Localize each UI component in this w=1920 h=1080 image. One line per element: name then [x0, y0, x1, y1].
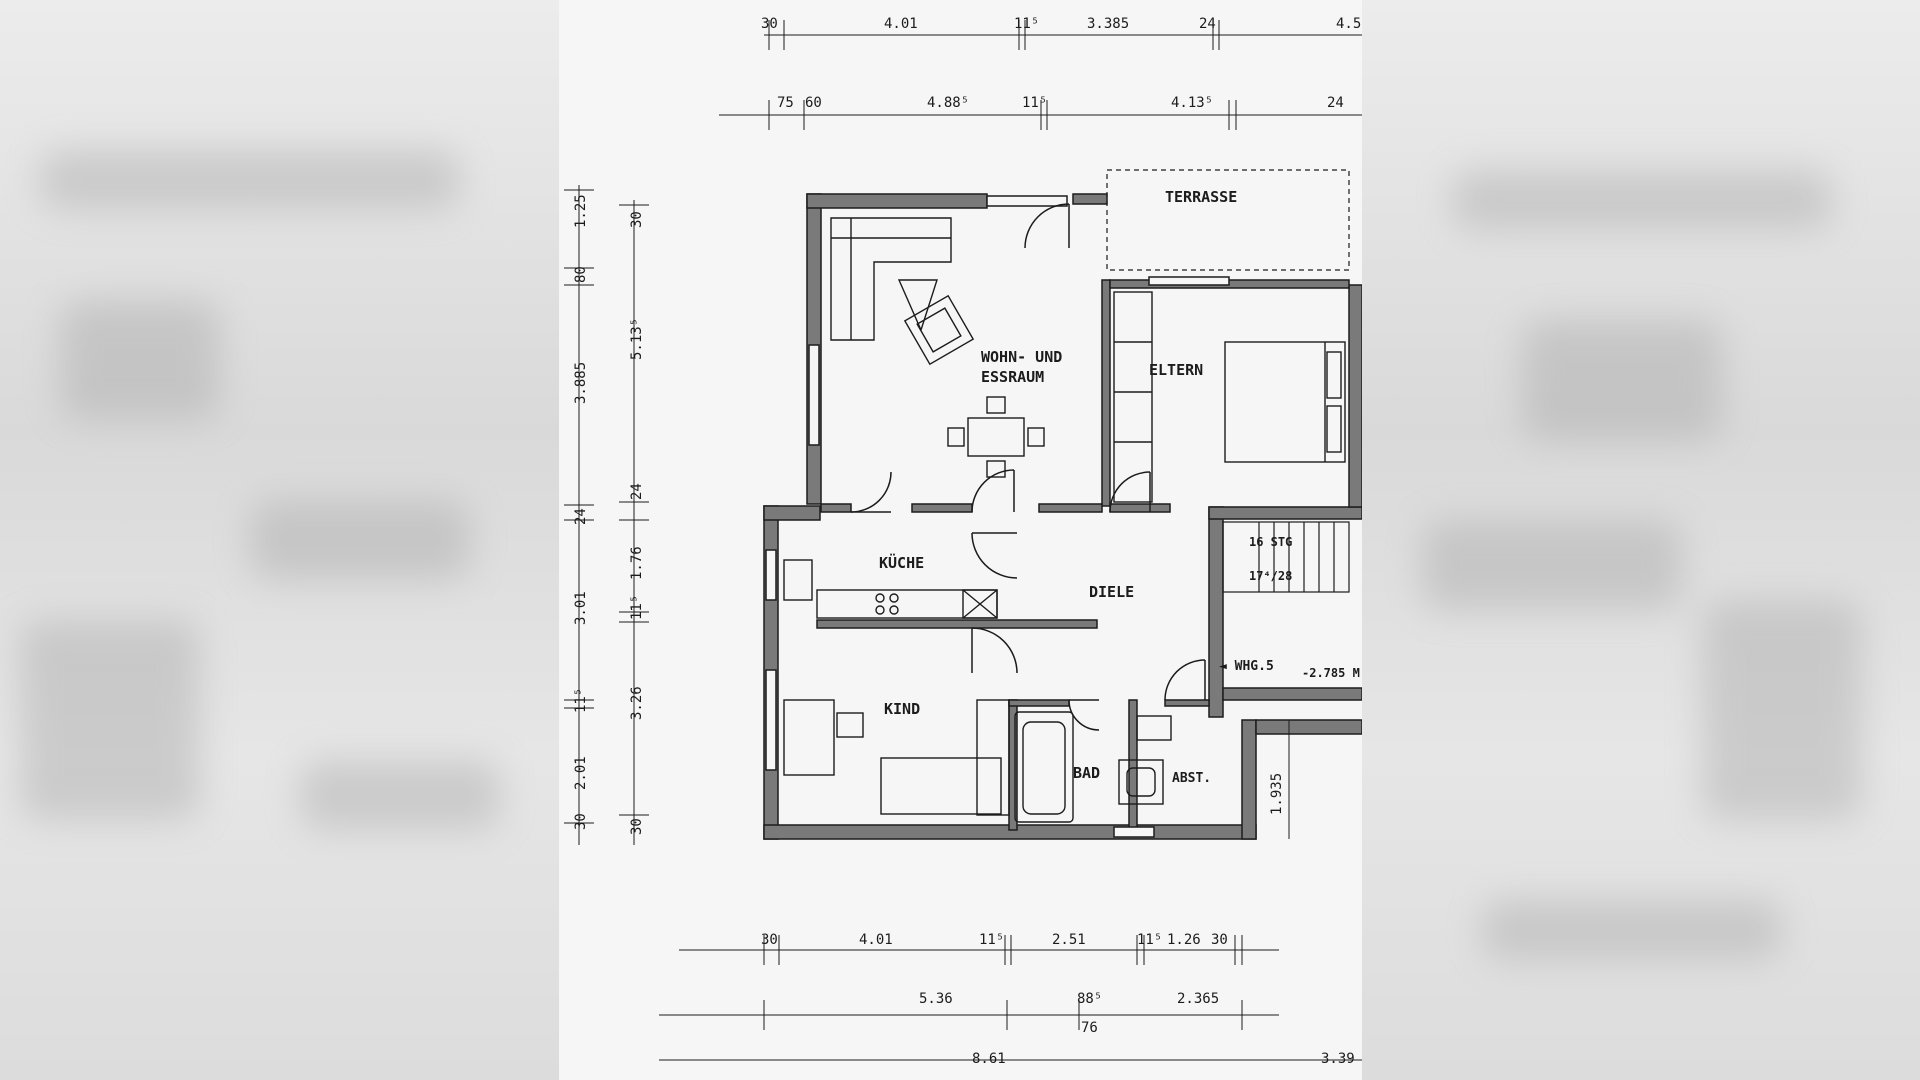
furniture	[783, 217, 1346, 823]
floor-plan-drawing: WOHN- UND ESSRAUM ELTERN TERRASSE KÜCHE …	[564, 16, 1362, 1067]
dim-left-inner-f: 3.26	[629, 686, 645, 720]
label-terrasse: TERRASSE	[1165, 188, 1237, 206]
dim-left-outer-a: 1.25	[573, 194, 589, 228]
dim-left-outer-h: 30	[573, 813, 589, 830]
dim-top2-d: 11⁵	[1022, 95, 1047, 111]
dim-left-outer-d: 24	[573, 508, 589, 525]
washbasin	[1118, 759, 1164, 805]
dim-bottom2-a: 5.36	[919, 991, 953, 1007]
walls	[763, 193, 1362, 840]
dim-left-inner-b: 5.13⁵	[629, 318, 645, 360]
dim-bottom2-d: 2.365	[1177, 991, 1219, 1007]
dim-top1-f: 4.5	[1336, 16, 1361, 32]
dim-bottom1-f: 1.26	[1167, 932, 1201, 948]
room-labels: WOHN- UND ESSRAUM ELTERN TERRASSE KÜCHE …	[879, 188, 1360, 786]
dim-left-inner-d: 1.76	[629, 546, 645, 580]
windows	[765, 195, 1230, 838]
dim-left-inner-e: 11⁵	[629, 595, 645, 620]
label-wohn-2: ESSRAUM	[981, 368, 1044, 386]
dim-left-inner-a: 30	[629, 211, 645, 228]
dim-bottom1-b: 4.01	[859, 932, 893, 948]
dining-table	[967, 417, 1025, 457]
dim-top1-b: 4.01	[884, 16, 918, 32]
dim-right-a: 1.935	[1269, 773, 1285, 815]
wardrobe	[1113, 291, 1153, 503]
dim-left-outer-g: 2.01	[573, 756, 589, 790]
coffee-table	[897, 279, 938, 332]
label-stair-ratio: 17⁴/28	[1249, 569, 1292, 583]
label-stair-count: 16 STG	[1249, 535, 1292, 549]
stair	[1222, 521, 1350, 593]
armchair	[903, 294, 975, 366]
dim-top2-f: 24	[1327, 95, 1344, 111]
dim-top2-c: 4.88⁵	[927, 95, 969, 111]
dim-top1-a: 30	[761, 16, 778, 32]
doors	[850, 203, 1206, 731]
sofa	[830, 217, 952, 341]
label-bad: BAD	[1073, 764, 1100, 782]
dim-bottom1-d: 2.51	[1052, 932, 1086, 948]
dim-top1-e: 24	[1199, 16, 1216, 32]
label-kueche: KÜCHE	[879, 553, 924, 572]
dim-bottom1-a: 30	[761, 932, 778, 948]
dimension-labels: 30 4.01 11⁵ 3.385 24 4.5 75 60 4.88⁵ 11⁵…	[761, 16, 1361, 1067]
dim-top1-c: 11⁵	[1014, 16, 1039, 32]
label-unit: ◄ WHG.5	[1219, 659, 1274, 674]
dim-top2-a: 75	[777, 95, 794, 111]
dim-bottom2-c: 76	[1081, 1020, 1098, 1036]
dim-bottom3-a: 8.61	[972, 1051, 1006, 1067]
label-diele: DIELE	[1089, 583, 1134, 601]
blurred-background-right	[1362, 0, 1920, 1080]
floor-plan-sheet: WOHN- UND ESSRAUM ELTERN TERRASSE KÜCHE …	[559, 0, 1362, 1080]
dim-left-outer-e: 3.01	[573, 591, 589, 625]
dim-top2-b: 60	[805, 95, 822, 111]
dim-bottom2-b: 88⁵	[1077, 991, 1102, 1007]
terrace-outline	[1106, 169, 1350, 271]
sink	[783, 559, 813, 601]
label-wohn-1: WOHN- UND	[981, 348, 1062, 366]
dim-left-inner-c: 24	[629, 483, 645, 500]
desk	[783, 699, 835, 776]
double-bed	[1224, 341, 1346, 463]
dim-bottom1-g: 30	[1211, 932, 1228, 948]
dimension-labels-left: 1.25 80 3.885 24 3.01 11⁵ 2.01 30 30 5.1…	[573, 194, 1285, 835]
dimension-lines	[564, 20, 1362, 1061]
single-bed	[880, 757, 1002, 815]
dim-left-outer-b: 80	[573, 266, 589, 283]
dim-top2-e: 4.13⁵	[1171, 95, 1213, 111]
dim-bottom1-e: 11⁵	[1137, 932, 1162, 948]
label-kind: KIND	[884, 700, 920, 718]
dim-top1-d: 3.385	[1087, 16, 1129, 32]
label-eltern: ELTERN	[1149, 361, 1203, 379]
toilet	[1136, 715, 1172, 741]
dim-bottom3-b: 3.39	[1321, 1051, 1355, 1067]
label-unit-level: -2.785 M	[1302, 666, 1360, 680]
blurred-background-left	[0, 0, 559, 1080]
bathtub	[1014, 711, 1074, 823]
kitchen-counter	[816, 589, 998, 619]
dim-left-outer-c: 3.885	[573, 362, 589, 404]
dim-left-outer-f: 11⁵	[573, 688, 589, 713]
label-abst: ABST.	[1172, 771, 1211, 786]
dim-left-inner-g: 30	[629, 818, 645, 835]
wardrobe-kind	[976, 699, 1010, 816]
dim-bottom1-c: 11⁵	[979, 932, 1004, 948]
